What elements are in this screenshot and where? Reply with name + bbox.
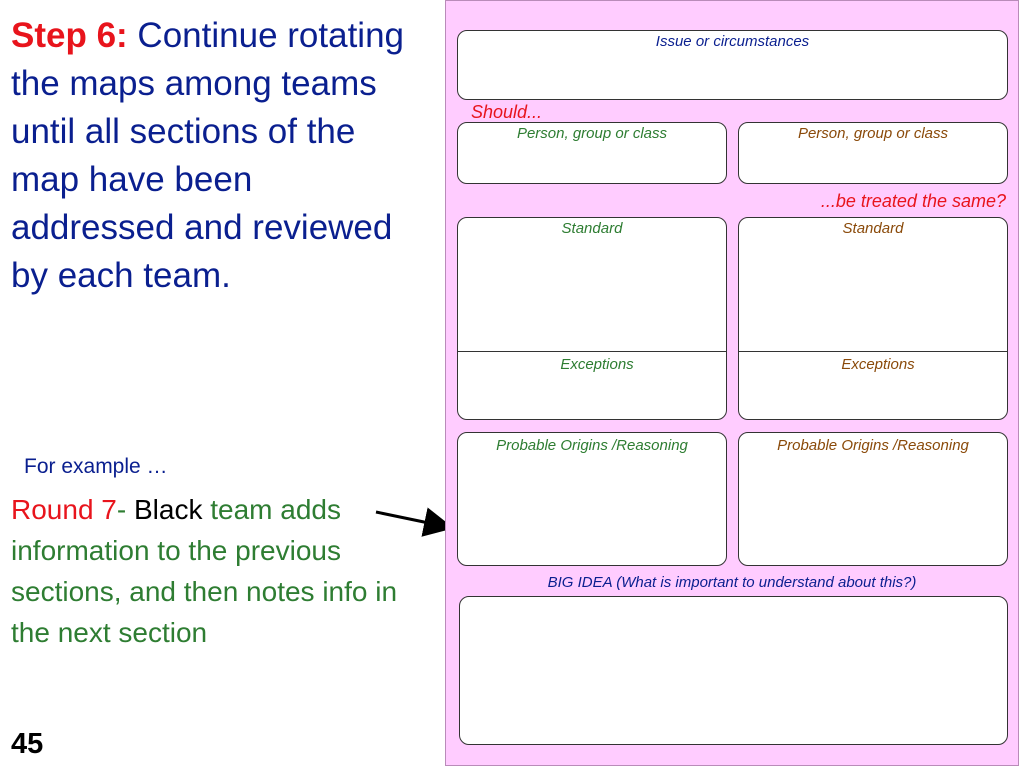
person-right-box: Person, group or class: [738, 122, 1008, 184]
step-label: Step 6:: [11, 16, 128, 55]
origins-left-label: Probable Origins /Reasoning: [496, 437, 688, 454]
treated-same-label: ...be treated the same?: [820, 191, 1006, 211]
origins-left-box: Probable Origins /Reasoning: [457, 432, 727, 566]
standard-right-box: Standard Exceptions: [738, 217, 1008, 420]
origins-right-box: Probable Origins /Reasoning: [738, 432, 1008, 566]
origins-right-label: Probable Origins /Reasoning: [777, 437, 969, 454]
round-body: team adds information to the previous se…: [11, 494, 398, 648]
round-dash: -: [116, 494, 134, 525]
person-left-box: Person, group or class: [457, 122, 727, 184]
issue-label: Issue or circumstances: [655, 33, 810, 50]
standard-left-label: Standard: [561, 220, 623, 237]
page-number: 45: [11, 728, 44, 760]
standard-left-box: Standard Exceptions: [457, 217, 727, 420]
round-label: Round 7: [11, 494, 117, 525]
exceptions-right-label: Exceptions: [841, 356, 915, 373]
issue-box: Issue or circumstances: [457, 30, 1008, 100]
team-color-name: Black: [133, 494, 203, 525]
exceptions-left-label: Exceptions: [560, 356, 634, 373]
step-instruction: Step 6: Continue rotating the maps among…: [11, 12, 411, 300]
big-idea-box: [459, 596, 1008, 745]
round-instruction: Round 7- Black team adds information to …: [11, 489, 411, 653]
big-idea-label: BIG IDEA (What is important to understan…: [547, 574, 917, 591]
standard-right-divider: [739, 351, 1007, 352]
should-label: Should...: [471, 102, 543, 122]
thinking-map: Issue or circumstances Should... Person,…: [445, 0, 1019, 766]
person-left-label: Person, group or class: [516, 125, 668, 142]
standard-left-divider: [458, 351, 726, 352]
pointer-arrow-icon: [375, 507, 454, 537]
person-right-label: Person, group or class: [797, 125, 949, 142]
example-label: For example …: [24, 455, 168, 478]
step-body: Continue rotating the maps among teams u…: [11, 16, 404, 295]
standard-right-label: Standard: [842, 220, 904, 237]
